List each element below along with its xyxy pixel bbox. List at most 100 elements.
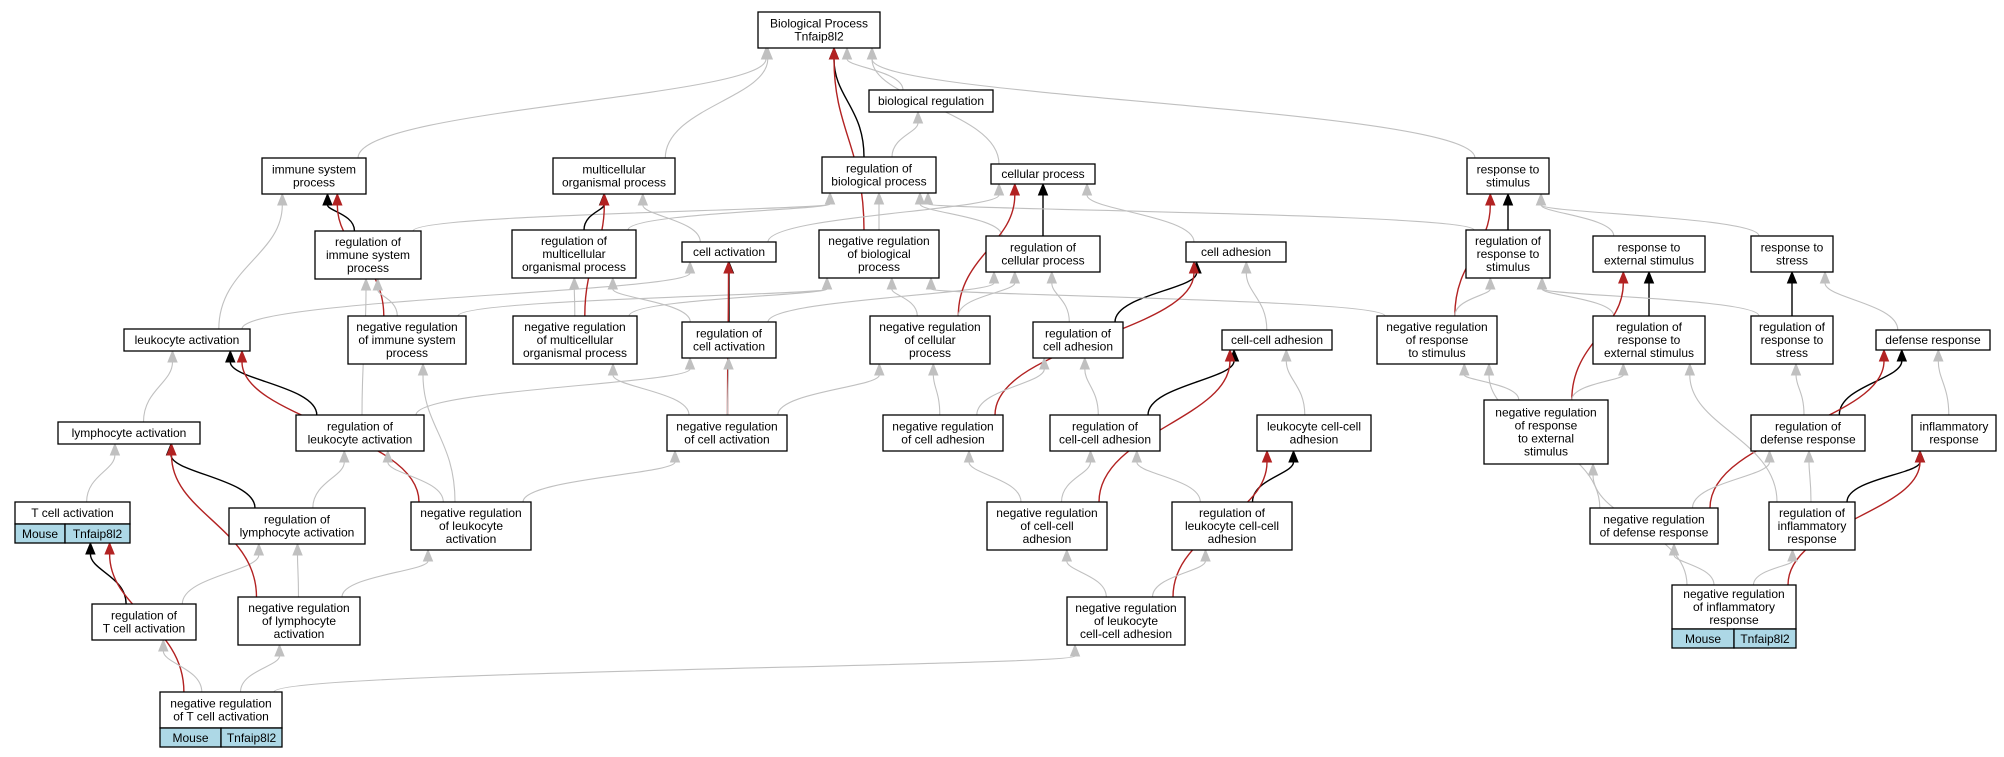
edge-is-a — [569, 276, 580, 317]
edge-line — [341, 560, 429, 598]
node-box — [347, 315, 467, 365]
edge-is-a — [866, 46, 1476, 159]
edge-is-a — [925, 276, 1386, 317]
node-box — [57, 421, 201, 445]
edge-line — [976, 368, 1045, 416]
go-term-node[interactable]: cell-cell adhesion — [1221, 329, 1333, 351]
go-term-node[interactable]: cell adhesion — [1185, 241, 1287, 263]
node-label-line: negative regulation — [356, 320, 457, 334]
arrowhead — [166, 442, 177, 456]
edge-line — [273, 655, 1076, 693]
arrowhead — [109, 442, 121, 456]
node-label-line: response — [1709, 613, 1759, 627]
edge-line — [312, 461, 345, 509]
arrowhead — [167, 349, 178, 363]
arrowhead — [1618, 270, 1629, 284]
arrowhead — [1485, 192, 1496, 206]
go-term-node[interactable]: cellular process — [990, 163, 1096, 185]
edge-line — [930, 288, 1386, 317]
edge-line — [241, 272, 691, 330]
edge-line — [833, 58, 865, 158]
node-label-line: activation — [446, 532, 497, 546]
edge-is-a — [142, 349, 178, 423]
edge-negatively-regulates — [166, 442, 258, 598]
go-term-node[interactable]: biological regulation — [868, 89, 994, 113]
edge-line — [891, 288, 918, 317]
go-term-node[interactable]: lymphocyte activation — [57, 421, 201, 445]
edge-is-a — [1046, 270, 1070, 323]
node-box — [1750, 414, 1866, 452]
edge-line — [777, 374, 880, 416]
edge-is-a — [1691, 449, 1775, 509]
edge-line — [377, 289, 398, 317]
edge-is-a — [1081, 182, 1195, 243]
node-label-line: regulation of — [696, 327, 763, 341]
edge-is-a — [1061, 548, 1107, 598]
node-label-line: multicellular — [582, 163, 645, 177]
edge-line — [522, 461, 676, 503]
node-box — [818, 229, 940, 279]
go-term-node[interactable]: leukocyte activation — [123, 328, 251, 352]
arrowhead — [1039, 356, 1050, 370]
node-label-line: negative regulation — [524, 320, 625, 334]
go-term-node[interactable]: regulation ofT cell activation — [91, 603, 197, 641]
edge-line — [1066, 560, 1107, 598]
edge-is-a — [86, 442, 121, 503]
edge-negatively-regulates — [1098, 348, 1236, 503]
go-term-node[interactable]: cell activation — [681, 241, 777, 263]
edge-is-a — [1060, 449, 1096, 503]
edge-line — [1136, 461, 1201, 503]
node-box — [681, 321, 777, 359]
node-label-line: process — [858, 260, 900, 274]
edge-line — [968, 461, 1022, 503]
node-label-line: stimulus — [1486, 260, 1530, 274]
node-label-line: regulation of — [1759, 320, 1826, 334]
node-label-line: process — [347, 261, 389, 275]
node-label-line: process — [909, 346, 951, 360]
go-term-node[interactable]: defense response — [1875, 329, 1991, 351]
arrowhead — [914, 191, 926, 205]
arrowhead — [422, 548, 434, 562]
node-box — [1049, 414, 1161, 452]
node-label-line: cell activation — [693, 340, 765, 354]
